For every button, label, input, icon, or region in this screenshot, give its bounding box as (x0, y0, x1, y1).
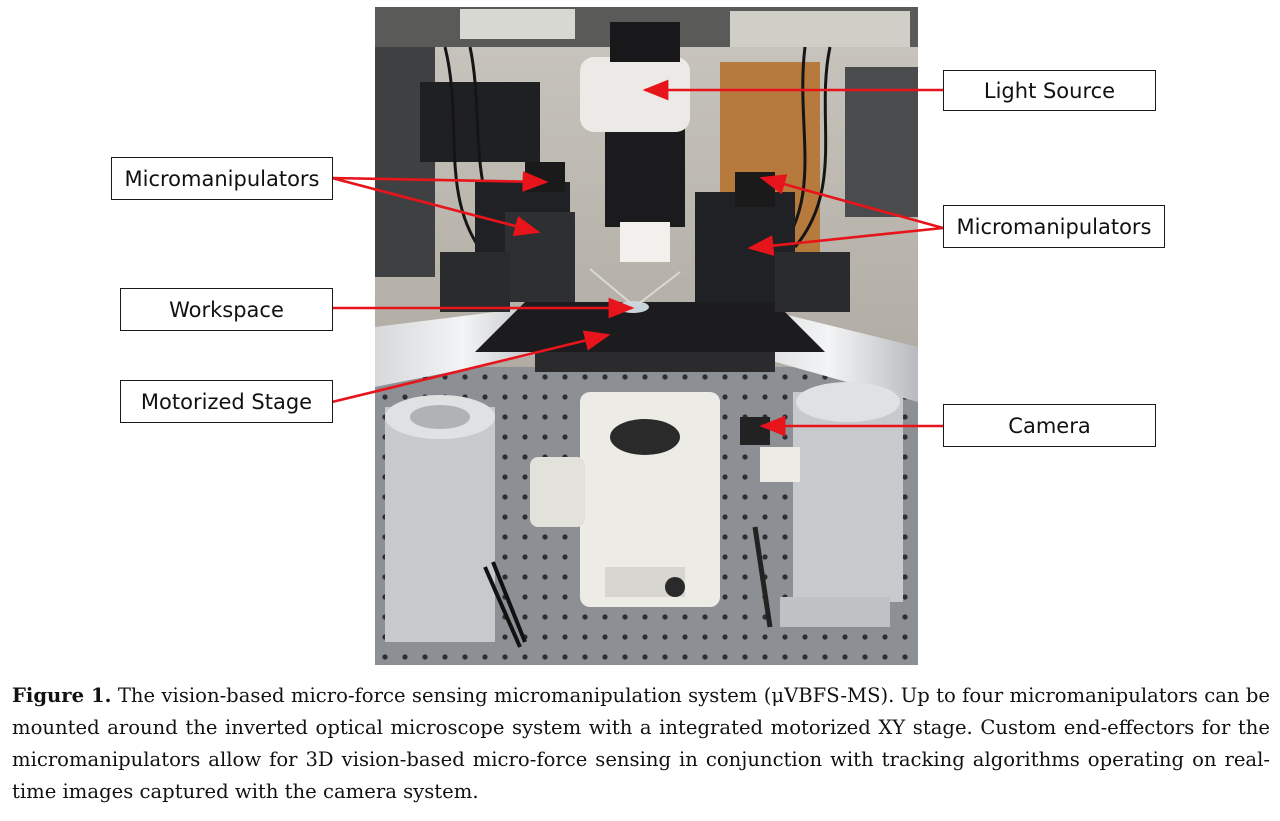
figure-caption-label: Figure 1. (12, 684, 112, 707)
label-light-source: Light Source (943, 70, 1156, 111)
arrow-micromanipulators-right-1 (759, 174, 944, 230)
label-workspace: Workspace (120, 288, 333, 331)
arrow-micromanipulators-right-2 (747, 226, 944, 256)
label-micromanipulators-left: Micromanipulators (111, 157, 333, 200)
arrow-micromanipulators-left-2 (331, 176, 541, 237)
callout-arrows (331, 79, 944, 437)
arrow-micromanipulators-left-1 (331, 171, 549, 192)
microscope-setup-photo (375, 7, 918, 665)
label-micromanipulators-right: Micromanipulators (943, 205, 1165, 248)
arrow-motorized-stage (331, 330, 611, 404)
figure-caption: Figure 1. The vision-based micro-force s… (12, 680, 1270, 808)
label-camera: Camera (943, 404, 1156, 447)
label-motorized-stage: Motorized Stage (120, 380, 333, 423)
figure-caption-text: The vision-based micro-force sensing mic… (12, 684, 1270, 803)
